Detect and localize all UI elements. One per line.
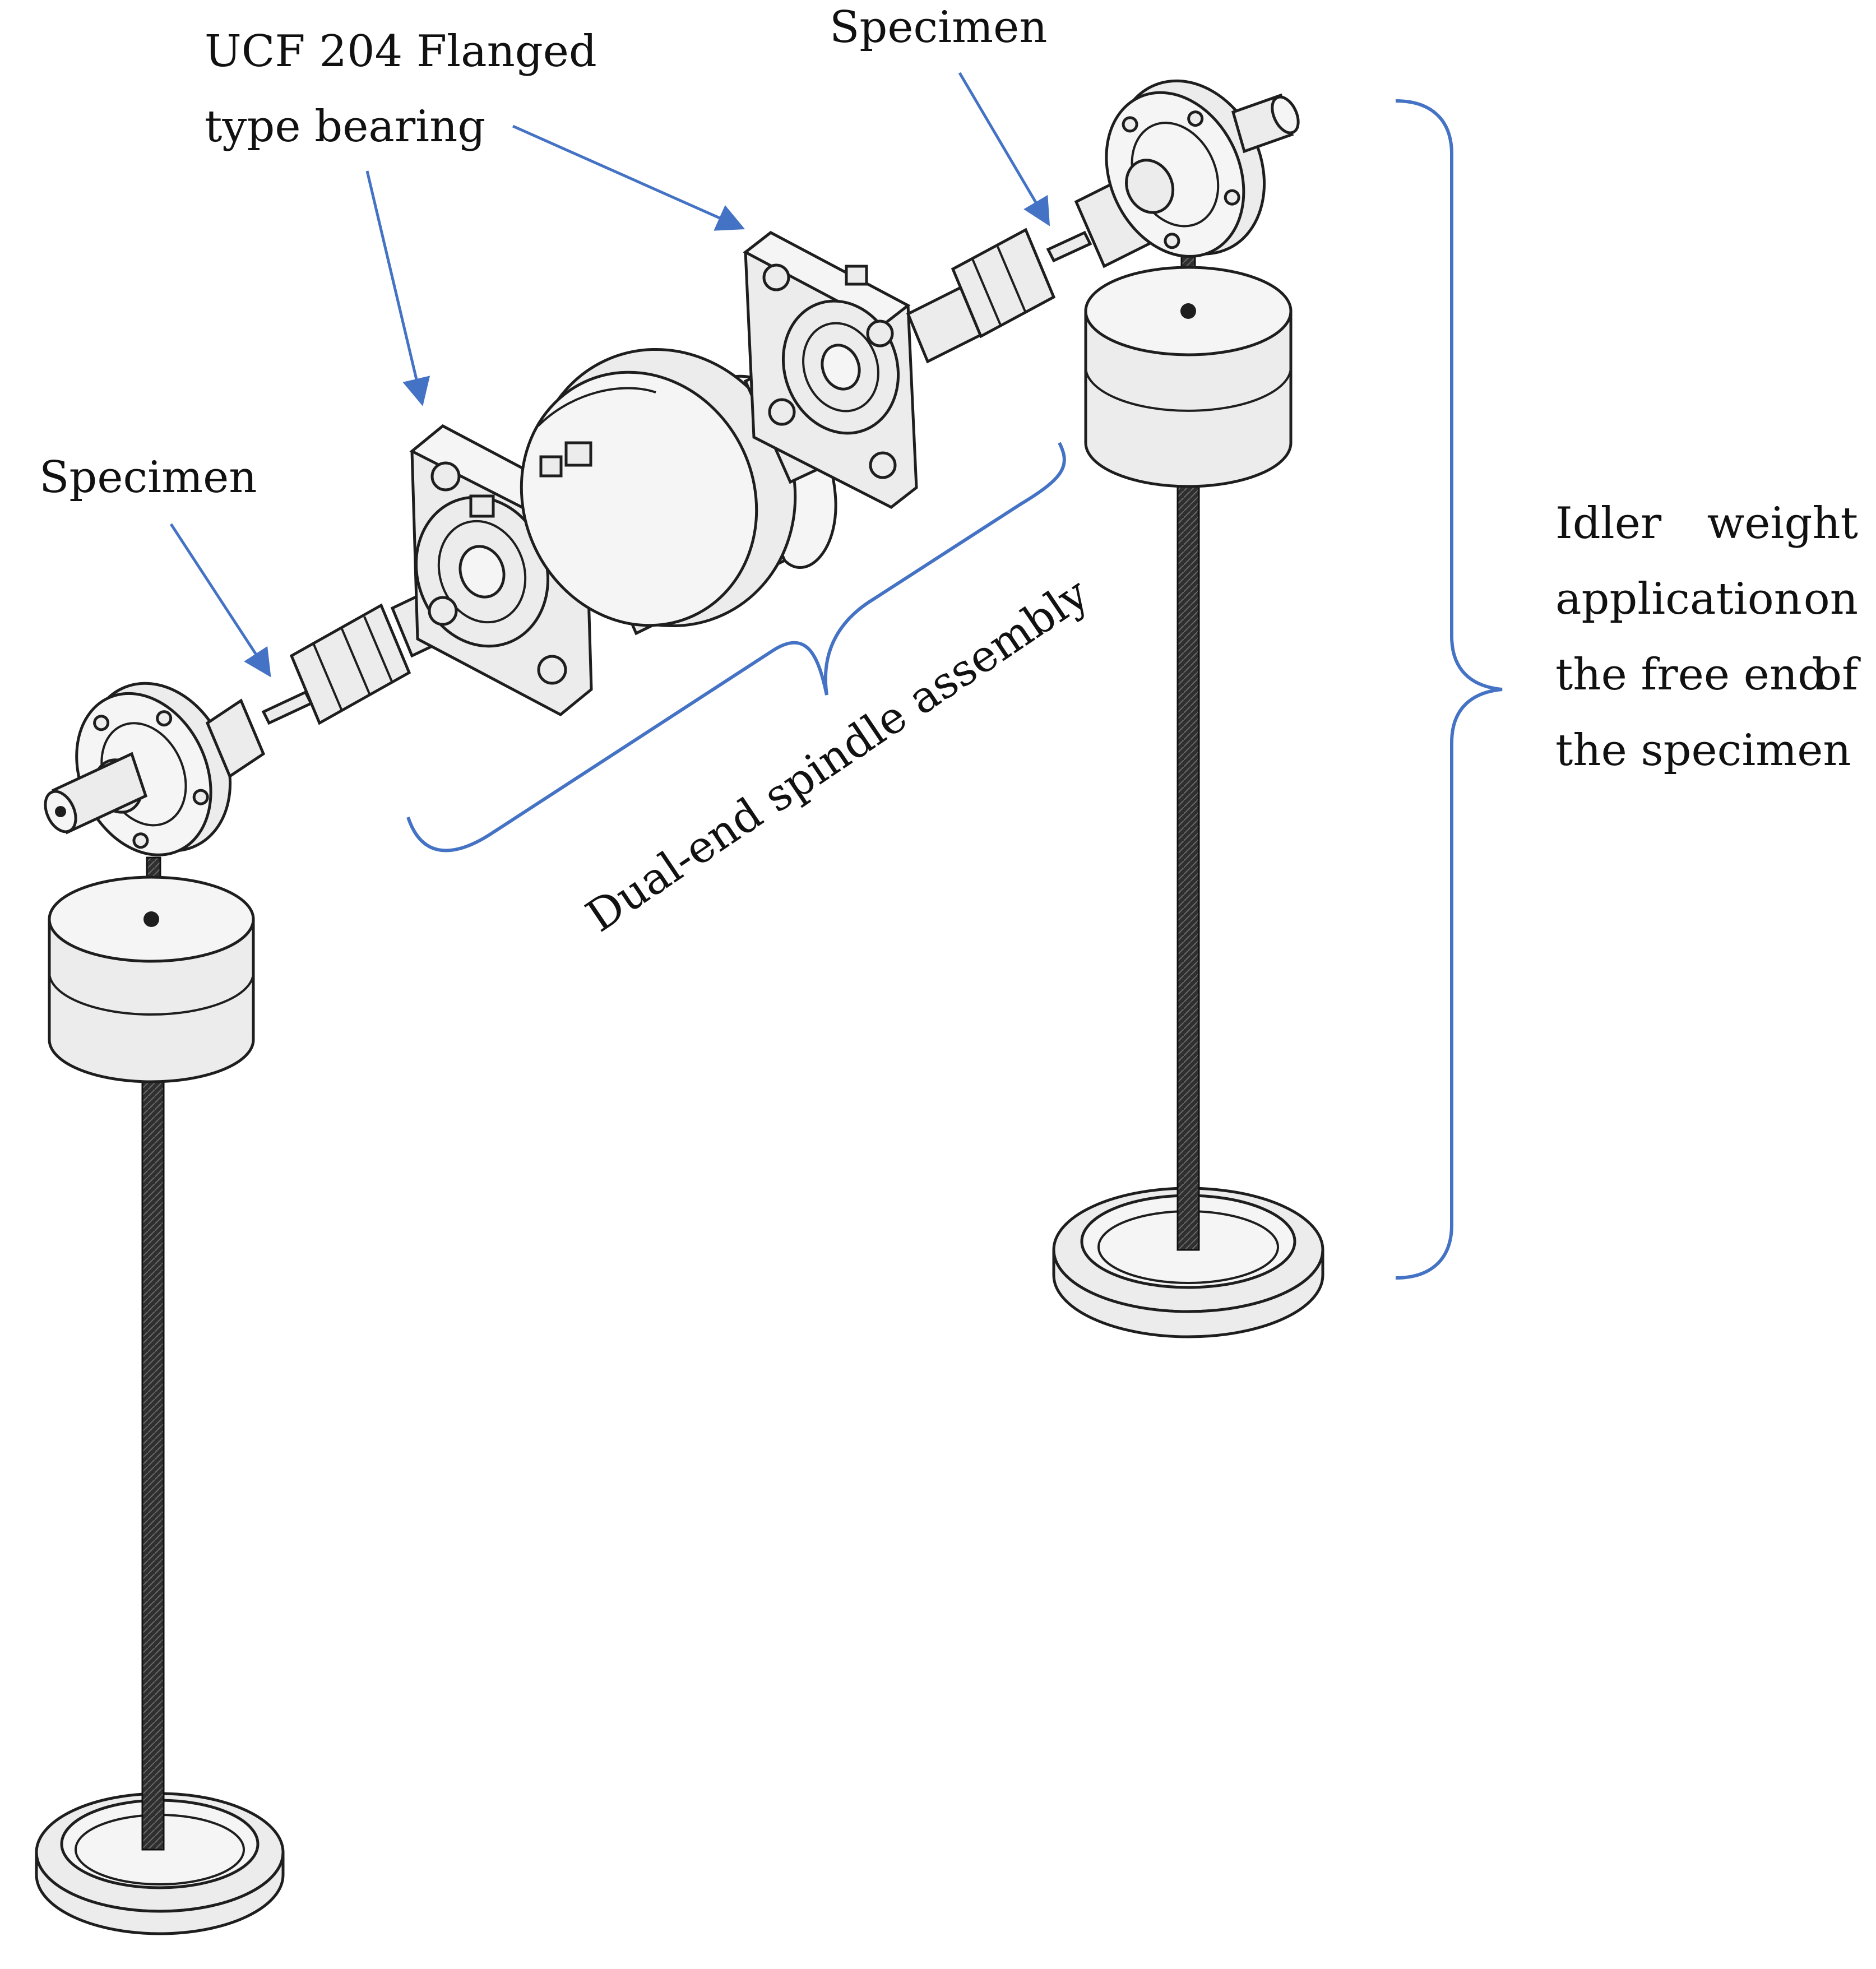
right-threaded-rod: [1176, 481, 1200, 1251]
specimen-label-left: Specimen: [39, 452, 257, 503]
left-cylinder-weight: [48, 875, 255, 1083]
right-specimen: [951, 228, 1092, 339]
right-weight-hanger: [1052, 251, 1324, 1338]
left-base-plate: [35, 1792, 285, 1935]
arrow-bearing-right: [512, 124, 745, 231]
arrow-specimen-right: [958, 72, 1050, 226]
spindle-assembly-brace: [406, 442, 1066, 853]
idler-weight-brace: [1395, 99, 1503, 1280]
idler-weight-label: Idler weight application on the free end…: [1555, 498, 1861, 776]
bearing-label-line1: UCF 204 Flanged: [205, 26, 597, 77]
idler-label-line3-left: the free end: [1555, 650, 1826, 700]
idler-label-line1-right: weight: [1707, 498, 1858, 549]
idler-label-line2-left: application: [1555, 574, 1802, 624]
left-specimen: [261, 603, 411, 725]
idler-label-line3-right: of: [1815, 650, 1861, 700]
left-weight-hanger: [35, 856, 285, 1935]
arrow-specimen-left: [169, 523, 271, 678]
specimen-label-right: Specimen: [830, 2, 1048, 53]
right-end-bearing-holder: [1074, 79, 1300, 268]
idler-label-line1-left: Idler: [1555, 498, 1662, 549]
left-threaded-rod: [141, 1064, 165, 1851]
left-end-bearing-holder: [44, 682, 266, 856]
right-ucf204-bearing: [743, 231, 918, 509]
idler-label-line2-right: on: [1804, 574, 1858, 624]
arrow-bearing-left: [365, 170, 430, 406]
idler-label-line4: the specimen: [1555, 725, 1851, 776]
right-cylinder-weight: [1084, 266, 1293, 488]
bearing-label-line2: type bearing: [205, 101, 485, 152]
annotation-arrows: [169, 72, 1050, 678]
